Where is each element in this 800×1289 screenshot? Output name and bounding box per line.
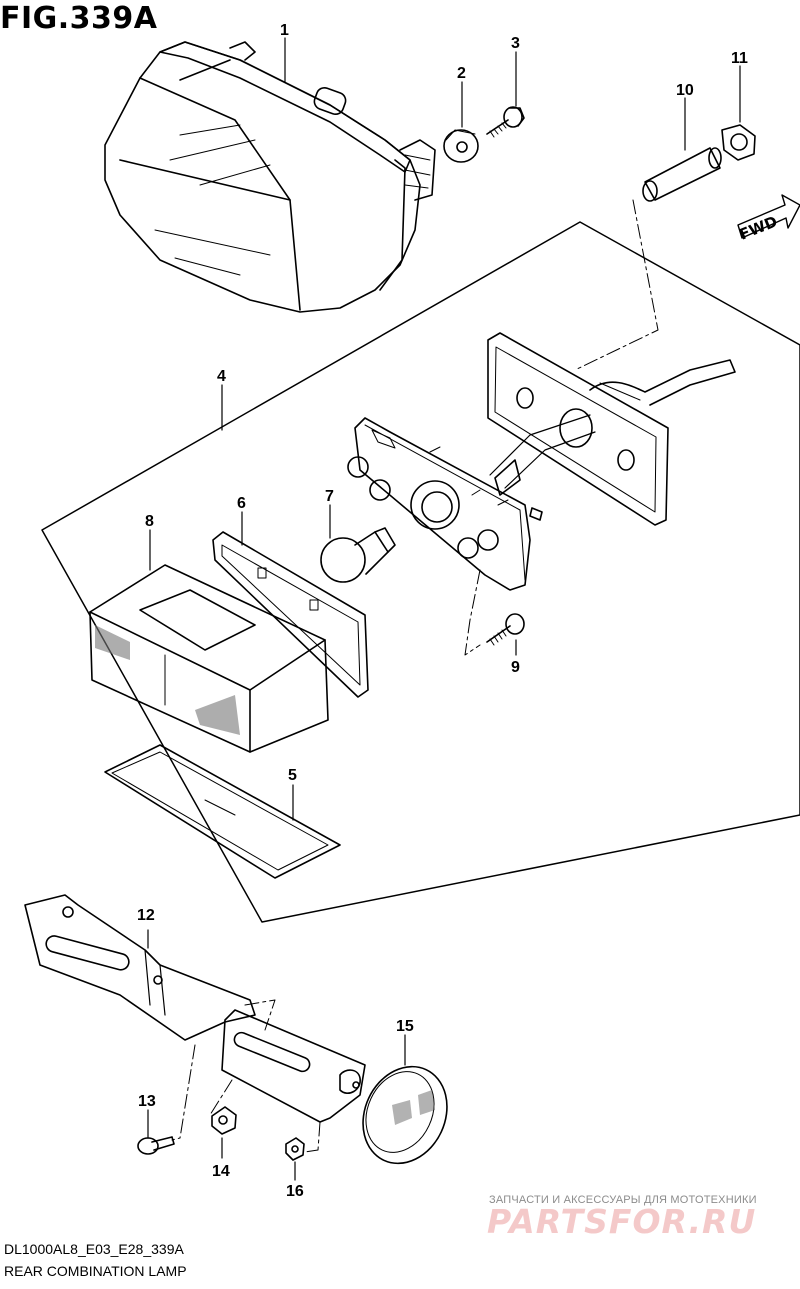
callout-15: 15	[396, 1018, 414, 1035]
figure-title: FIG.339A	[0, 1, 158, 36]
reflector-5	[104, 744, 341, 879]
callout-13: 13	[138, 1093, 156, 1110]
round-reflector-15	[362, 1065, 448, 1165]
tail-lamp-housing	[104, 41, 436, 313]
bracket-12	[24, 894, 256, 1041]
callout-6: 6	[237, 495, 246, 512]
callout-4: 4	[217, 368, 226, 385]
callout-10: 10	[676, 82, 694, 99]
leader-lines	[147, 37, 741, 1181]
gasket-6	[212, 531, 369, 698]
watermark-tagline: ЗАПЧАСТИ И АКСЕССУАРЫ ДЛЯ МОТОТЕХНИКИ	[489, 1194, 757, 1206]
callout-numbers: 1 2 3 4 5 6 7 8 9 10 11 12 13 14 15 16	[137, 22, 748, 1200]
license-bracket	[221, 1009, 366, 1123]
bolt-13	[137, 1136, 175, 1155]
nut-14	[211, 1106, 237, 1135]
bulb-7	[320, 527, 396, 583]
lamp-base-plate	[487, 332, 736, 526]
screw-9	[486, 613, 525, 646]
callout-12: 12	[137, 907, 155, 924]
callout-7: 7	[325, 488, 334, 505]
callout-8: 8	[145, 513, 154, 530]
nut-16	[285, 1137, 305, 1161]
forward-arrow-icon: FWD	[737, 194, 800, 244]
socket-assembly	[347, 414, 596, 591]
callout-16: 16	[286, 1183, 304, 1200]
callout-5: 5	[288, 767, 297, 784]
callout-14: 14	[212, 1163, 230, 1180]
callout-9: 9	[511, 659, 520, 676]
figure-caption: REAR COMBINATION LAMP	[4, 1263, 187, 1279]
callout-2: 2	[457, 65, 466, 82]
callout-11: 11	[731, 50, 748, 67]
watermark-brand: PARTSFOR.RU	[487, 1202, 757, 1241]
washer-2	[443, 129, 479, 163]
collar-10	[642, 147, 722, 202]
nut-11	[721, 124, 756, 161]
figure-code: DL1000AL8_E03_E28_339A	[4, 1241, 184, 1257]
alignment-lines	[171, 199, 659, 1153]
callout-3: 3	[511, 35, 520, 52]
lens-8	[89, 564, 329, 753]
assembly-outline	[41, 221, 800, 923]
callout-1: 1	[280, 22, 289, 39]
screw-3	[486, 106, 525, 138]
